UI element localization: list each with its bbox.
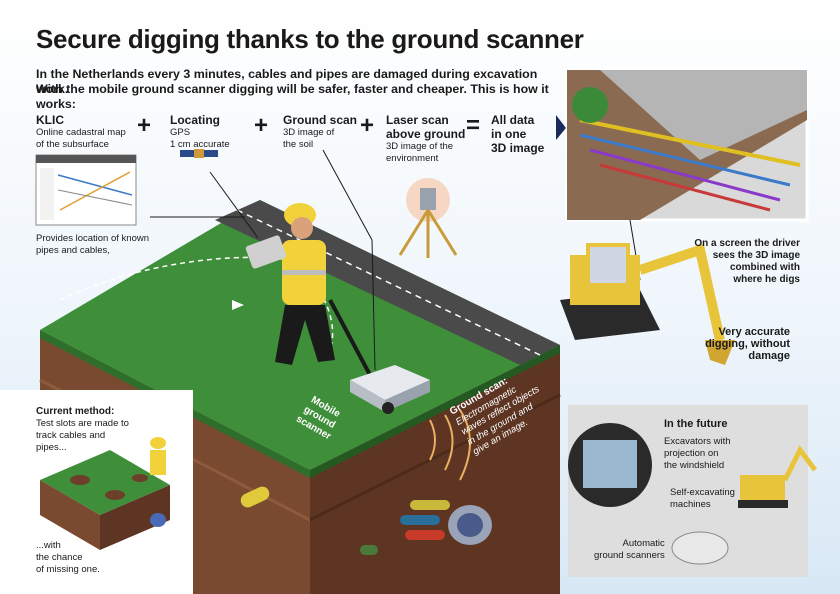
step-laser-scan-line2: environment (386, 153, 439, 164)
driver-caption-line3: combined with (730, 262, 800, 273)
plus-sign-3: + (360, 112, 375, 139)
step-locating-title: Locating (170, 113, 220, 127)
plus-sign-2: + (254, 112, 269, 139)
intro-line-1: In the Netherlands every 3 minutes, cabl… (36, 67, 538, 96)
current-method-line1: Test slots are made to (36, 418, 129, 429)
intro-line-2: With the mobile ground scanner digging w… (36, 82, 549, 111)
gps-satellite (180, 149, 218, 158)
future-item3-line2: ground scanners (594, 550, 665, 561)
current-method-note: ...with the chance of missing one. (36, 540, 100, 576)
accuracy-caption: Very accurate digging, without damage (705, 326, 790, 362)
step-result-line2: in one (491, 127, 527, 141)
step-result-line3: 3D image (491, 141, 545, 155)
step-locating-line2: 1 cm accurate (170, 139, 230, 150)
current-method-note1: ...with (36, 540, 61, 551)
plus-sign-1: + (137, 112, 152, 139)
future-item-1: Excavators with projection on the windsh… (664, 436, 731, 472)
accuracy-caption-line1: Very accurate (718, 326, 790, 338)
klic-map-screen (35, 154, 137, 226)
step-result-line1: All data (491, 113, 535, 127)
driver-caption-line2: sees the 3D image (712, 250, 800, 261)
future-title: In the future (664, 418, 728, 430)
current-method-line3: pipes... (36, 442, 67, 453)
3d-image-view (565, 68, 809, 222)
future-item2-line2: machines (670, 499, 711, 510)
step-ground-scan-line1: 3D image of (283, 127, 335, 138)
driver-caption-line1: On a screen the driver (694, 238, 800, 249)
current-method-illustration (40, 437, 170, 550)
klic-caption-line1: Provides location of known (36, 233, 150, 244)
accuracy-caption-line2: digging, without (705, 338, 790, 350)
step-result: All data in one 3D image (491, 113, 544, 155)
step-klic-title: KLIC (36, 113, 64, 127)
current-method-note3: of missing one. (36, 564, 100, 575)
driver-caption: On a screen the driver sees the 3D image… (694, 238, 800, 286)
future-item-2: Self-excavating machines (670, 487, 735, 511)
step-ground-scan-title: Ground scan (283, 113, 358, 127)
driver-caption-line4: where he digs (733, 274, 800, 285)
klic-caption-line2: pipes and cables, (36, 245, 110, 256)
ground-scanner-device (328, 299, 430, 414)
equals-sign: = (466, 112, 481, 139)
future-illustrations (568, 423, 817, 565)
step-klic-line2: of the subsurface (36, 139, 109, 150)
step-klic-line1: Online cadastral map (36, 127, 126, 138)
excavator (560, 243, 735, 365)
worker-figure (245, 203, 335, 365)
step-laser-scan-title2: above ground (386, 127, 466, 141)
step-ground-scan-line2: the soil (283, 139, 314, 150)
future-item3-line1: Automatic (622, 538, 665, 549)
current-method-title: Current method: (36, 406, 115, 417)
laser-scanner-tripod (398, 178, 458, 258)
current-method-text: Current method: Test slots are made to t… (36, 406, 129, 454)
step-laser-scan: Laser scan above ground 3D image of the … (386, 113, 465, 165)
future-item1-line2: projection on (664, 448, 719, 459)
step-laser-scan-title1: Laser scan (386, 113, 449, 127)
step-klic: KLIC Online cadastral map of the subsurf… (36, 113, 126, 151)
current-method-line2: track cables and (36, 430, 106, 441)
step-ground-scan: Ground scan 3D image of the soil (283, 113, 357, 151)
future-item-3: Automatic ground scanners (594, 538, 665, 562)
step-locating-line1: GPS (170, 127, 191, 138)
future-item1-line1: Excavators with (664, 436, 731, 447)
accuracy-caption-line3: damage (748, 350, 790, 362)
soil-front-right (310, 345, 560, 594)
page-title: Secure digging thanks to the ground scan… (36, 24, 584, 54)
klic-caption: Provides location of known pipes and cab… (36, 233, 149, 257)
future-item1-line3: the windshield (664, 460, 725, 471)
step-locating: Locating GPS 1 cm accurate (170, 113, 230, 151)
future-item2-line1: Self-excavating (670, 487, 735, 498)
step-laser-scan-line1: 3D image of the (386, 141, 454, 152)
current-method-note2: the chance (36, 552, 83, 563)
